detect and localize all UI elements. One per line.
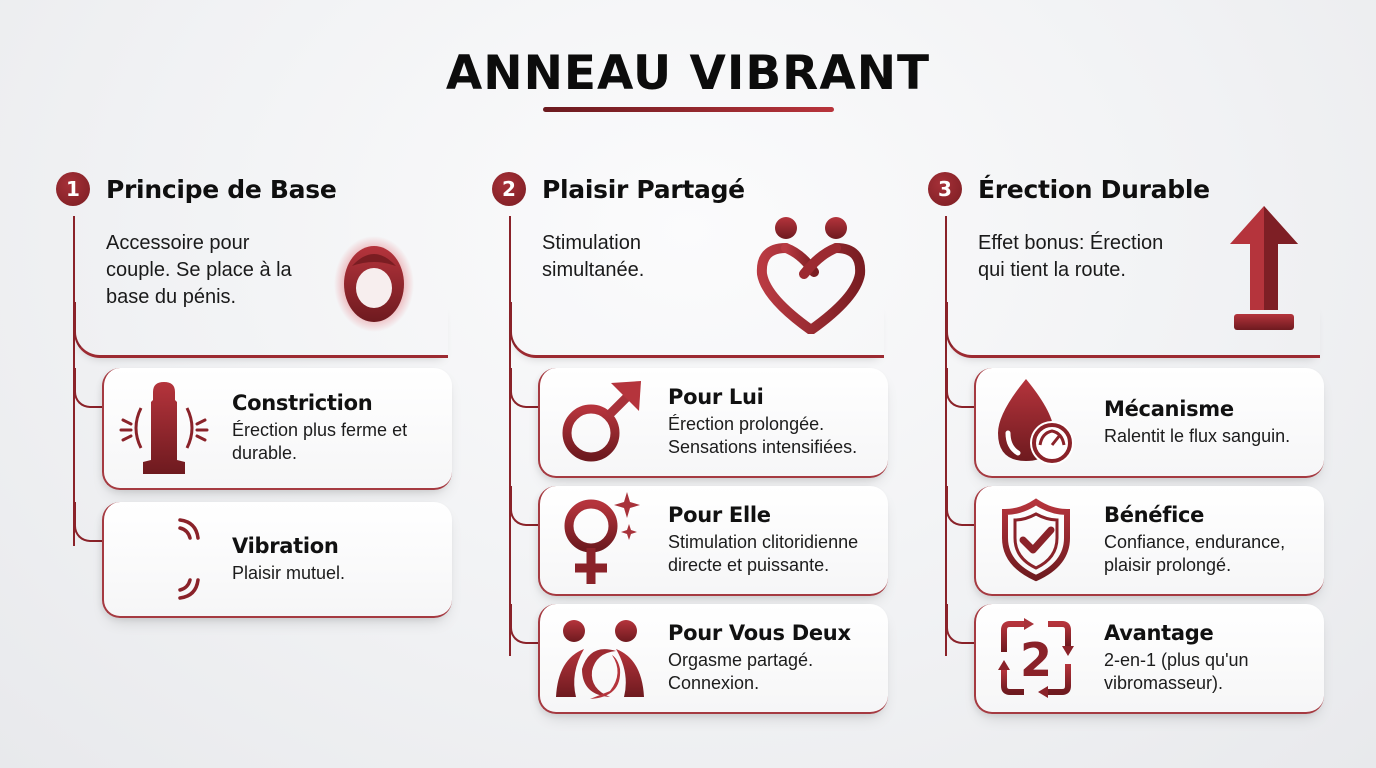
couple-heart-icon — [756, 214, 866, 339]
card-description: Stimulation clitoridienne directe et pui… — [668, 532, 859, 575]
step-number-badge: 1 — [56, 172, 90, 206]
timeline-branch — [946, 486, 974, 526]
section-title: Érection Durable — [978, 174, 1210, 204]
card-description: Orgasme partagé. Connexion. — [668, 650, 814, 693]
card-title: Bénéfice — [1104, 503, 1205, 527]
section-plaisir-partage: 2 Plaisir Partagé Stimulation simultanée… — [492, 172, 912, 732]
timeline-branch — [946, 604, 974, 644]
card-title: Vibration — [232, 533, 339, 558]
section-header: 1 Principe de Base — [56, 172, 337, 206]
section-principe-de-base: 1 Principe de Base Accessoire pour coupl… — [56, 172, 476, 732]
up-arrow-icon — [1228, 206, 1300, 337]
section-intro: Stimulation simultanée. — [542, 232, 645, 281]
card-pour-elle: Pour Elle Stimulation clitoridienne dire… — [538, 486, 888, 596]
section-header: 3 Érection Durable — [928, 172, 1210, 206]
card-description: Confiance, endurance, plaisir prolongé. — [1104, 532, 1286, 575]
card-vibration: Vibration Plaisir mutuel. — [102, 502, 452, 618]
step-number-badge: 3 — [928, 172, 962, 206]
card-title: Avantage — [1104, 621, 1214, 645]
ring-icon — [334, 232, 414, 337]
card-description: Plaisir mutuel. — [232, 562, 346, 583]
card-avantage: 2 Avantage 2-en-1 (plus qu'un vibromasse… — [974, 604, 1324, 714]
female-symbol-icon — [540, 490, 660, 590]
male-symbol-icon — [540, 372, 660, 472]
section-header: 2 Plaisir Partagé — [492, 172, 745, 206]
card-mecanisme: Mécanisme Ralentit le flux sanguin. — [974, 368, 1324, 478]
card-constriction: Constriction Érection plus ferme et dura… — [102, 368, 452, 490]
section-title: Plaisir Partagé — [542, 174, 745, 204]
section-intro: Effet bonus: Érection qui tient la route… — [978, 232, 1164, 281]
intro-divider — [946, 302, 1320, 358]
section-title: Principe de Base — [106, 174, 337, 204]
vibration-wave-icon — [104, 509, 224, 609]
card-description: Érection prolongée. Sensations intensifi… — [668, 414, 858, 457]
timeline-branch — [510, 486, 538, 526]
two-people-icon — [540, 608, 660, 708]
timeline-line — [509, 216, 511, 656]
card-title: Pour Vous Deux — [668, 621, 851, 645]
title-underline — [543, 107, 834, 112]
card-benefice: Bénéfice Confiance, endurance, plaisir p… — [974, 486, 1324, 596]
card-pour-vous-deux: Pour Vous Deux Orgasme partagé. Connexio… — [538, 604, 888, 714]
blood-drop-gauge-icon — [976, 372, 1096, 472]
card-description: Ralentit le flux sanguin. — [1104, 425, 1291, 446]
card-description: 2-en-1 (plus qu'un vibromasseur). — [1104, 650, 1249, 693]
timeline-line — [945, 216, 947, 656]
svg-text:2: 2 — [1020, 633, 1052, 687]
timeline-branch — [74, 502, 102, 542]
section-intro: Accessoire pour couple. Se place à la ba… — [106, 232, 292, 308]
card-title: Mécanisme — [1104, 396, 1234, 421]
page-title: ANNEAU VIBRANT — [445, 46, 931, 101]
section-erection-durable: 3 Érection Durable Effet bonus: Érection… — [928, 172, 1348, 732]
intro-divider — [510, 302, 884, 358]
shield-check-icon — [976, 490, 1096, 590]
timeline-branch — [510, 368, 538, 408]
timeline-branch — [510, 604, 538, 644]
intro-divider — [74, 302, 448, 358]
constriction-icon — [104, 378, 224, 478]
card-description: Érection plus ferme et durable. — [232, 420, 408, 463]
timeline-branch — [946, 368, 974, 408]
card-title: Pour Elle — [668, 503, 771, 527]
step-number-badge: 2 — [492, 172, 526, 206]
card-pour-lui: Pour Lui Érection prolongée. Sensations … — [538, 368, 888, 478]
two-in-one-icon: 2 — [976, 608, 1096, 708]
card-title: Pour Lui — [668, 385, 764, 409]
card-title: Constriction — [232, 391, 373, 415]
timeline-branch — [74, 368, 102, 408]
